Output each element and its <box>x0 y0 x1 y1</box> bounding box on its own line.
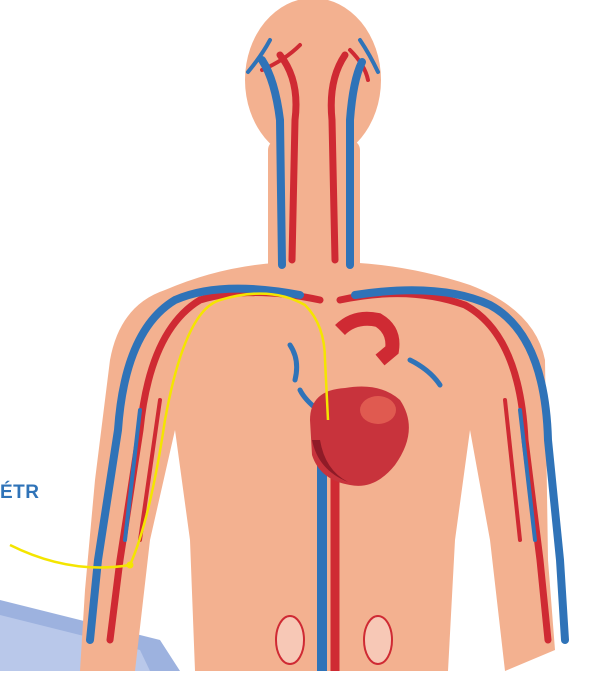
catheter-label: ÉTR <box>0 482 40 504</box>
catheter-entry-point <box>127 562 134 569</box>
